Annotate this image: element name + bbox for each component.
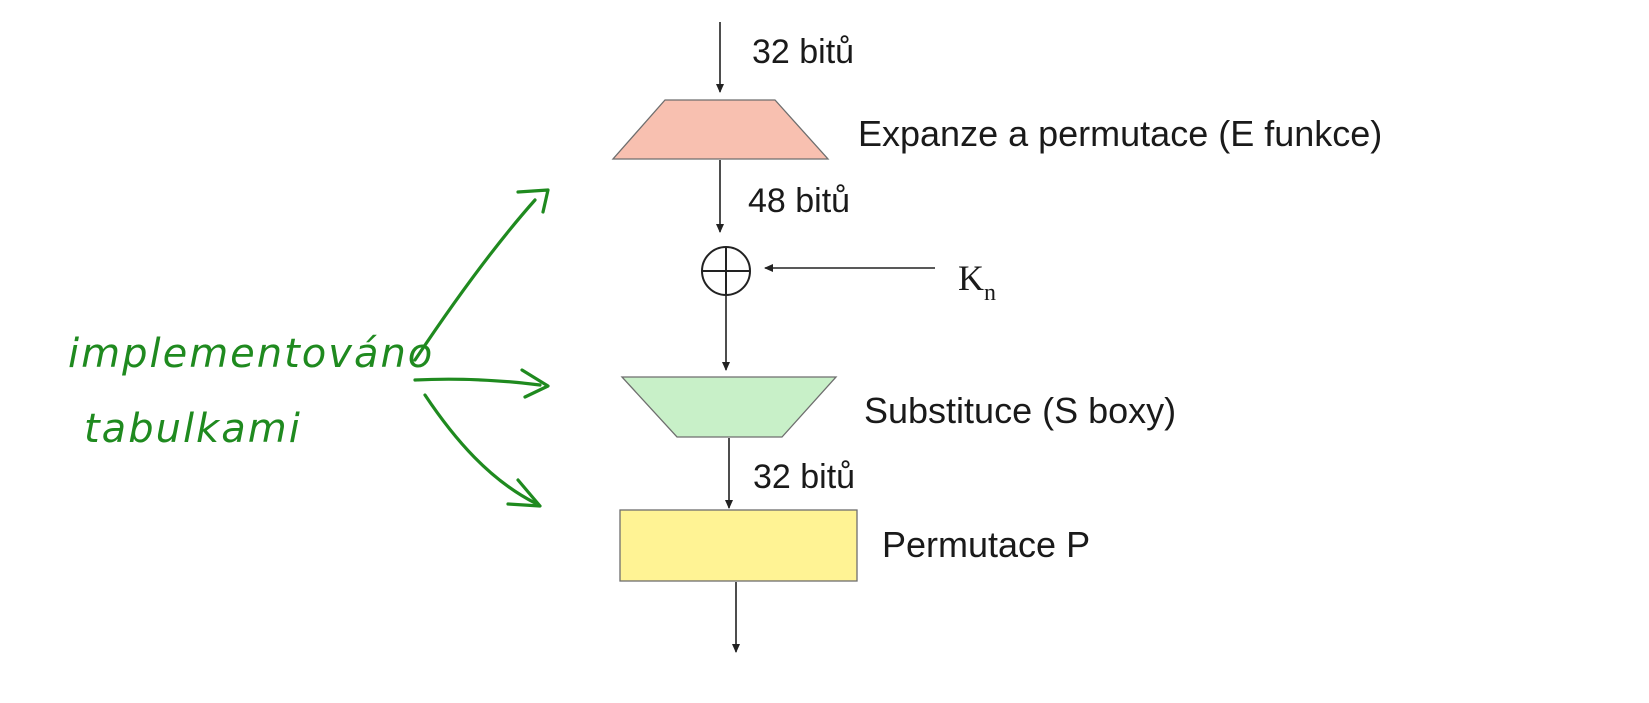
permutation-label: Permutace P bbox=[882, 524, 1090, 565]
substitution-label: Substituce (S boxy) bbox=[864, 390, 1176, 431]
annotation-line-2: tabulkami bbox=[84, 406, 302, 452]
key-label: Kn bbox=[958, 258, 996, 306]
annotation-arrow-to-expansion bbox=[413, 198, 537, 362]
xor-icon bbox=[701, 246, 751, 296]
annotation-line-1: implementováno bbox=[68, 331, 434, 377]
bits-in-label: 32 bitů bbox=[752, 33, 854, 71]
annotation-arrowhead-substitution-icon bbox=[520, 368, 550, 399]
annotation-arrow-to-substitution bbox=[413, 377, 542, 387]
bits-expanded-label: 48 bitů bbox=[748, 182, 850, 220]
annotation-arrowhead-permutation-icon bbox=[506, 478, 542, 508]
bits-after-sbox-label: 32 bitů bbox=[753, 458, 855, 496]
expansion-box bbox=[611, 99, 830, 160]
annotation-arrow-to-permutation bbox=[423, 393, 537, 505]
substitution-box bbox=[620, 376, 838, 438]
permutation-box bbox=[619, 509, 858, 582]
expansion-label: Expanze a permutace (E funkce) bbox=[858, 113, 1382, 154]
handwritten-annotation: implementováno tabulkami bbox=[68, 188, 550, 508]
annotation-arrowhead-expansion-icon bbox=[516, 188, 550, 214]
